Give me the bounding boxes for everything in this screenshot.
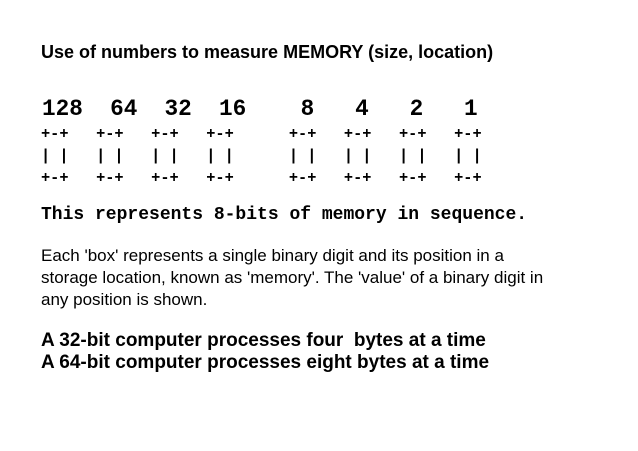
sequence-caption: This represents 8-bits of memory in sequ… <box>41 205 528 225</box>
slide-title: Use of numbers to measure MEMORY (size, … <box>41 42 494 62</box>
memory-boxes-ascii-art: +-+ +-+ +-+ +-+ +-+ +-+ +-+ +-+ | | | | … <box>41 125 482 187</box>
emphasis-32bit-line: A 32-bit computer processes four bytes a… <box>41 330 486 351</box>
emphasis-64bit-line: A 64-bit computer processes eight bytes … <box>41 352 490 373</box>
explanation-paragraph: Each 'box' represents a single binary di… <box>41 246 544 309</box>
binary-weights-row: 128 64 32 16 8 4 2 1 <box>42 96 478 122</box>
